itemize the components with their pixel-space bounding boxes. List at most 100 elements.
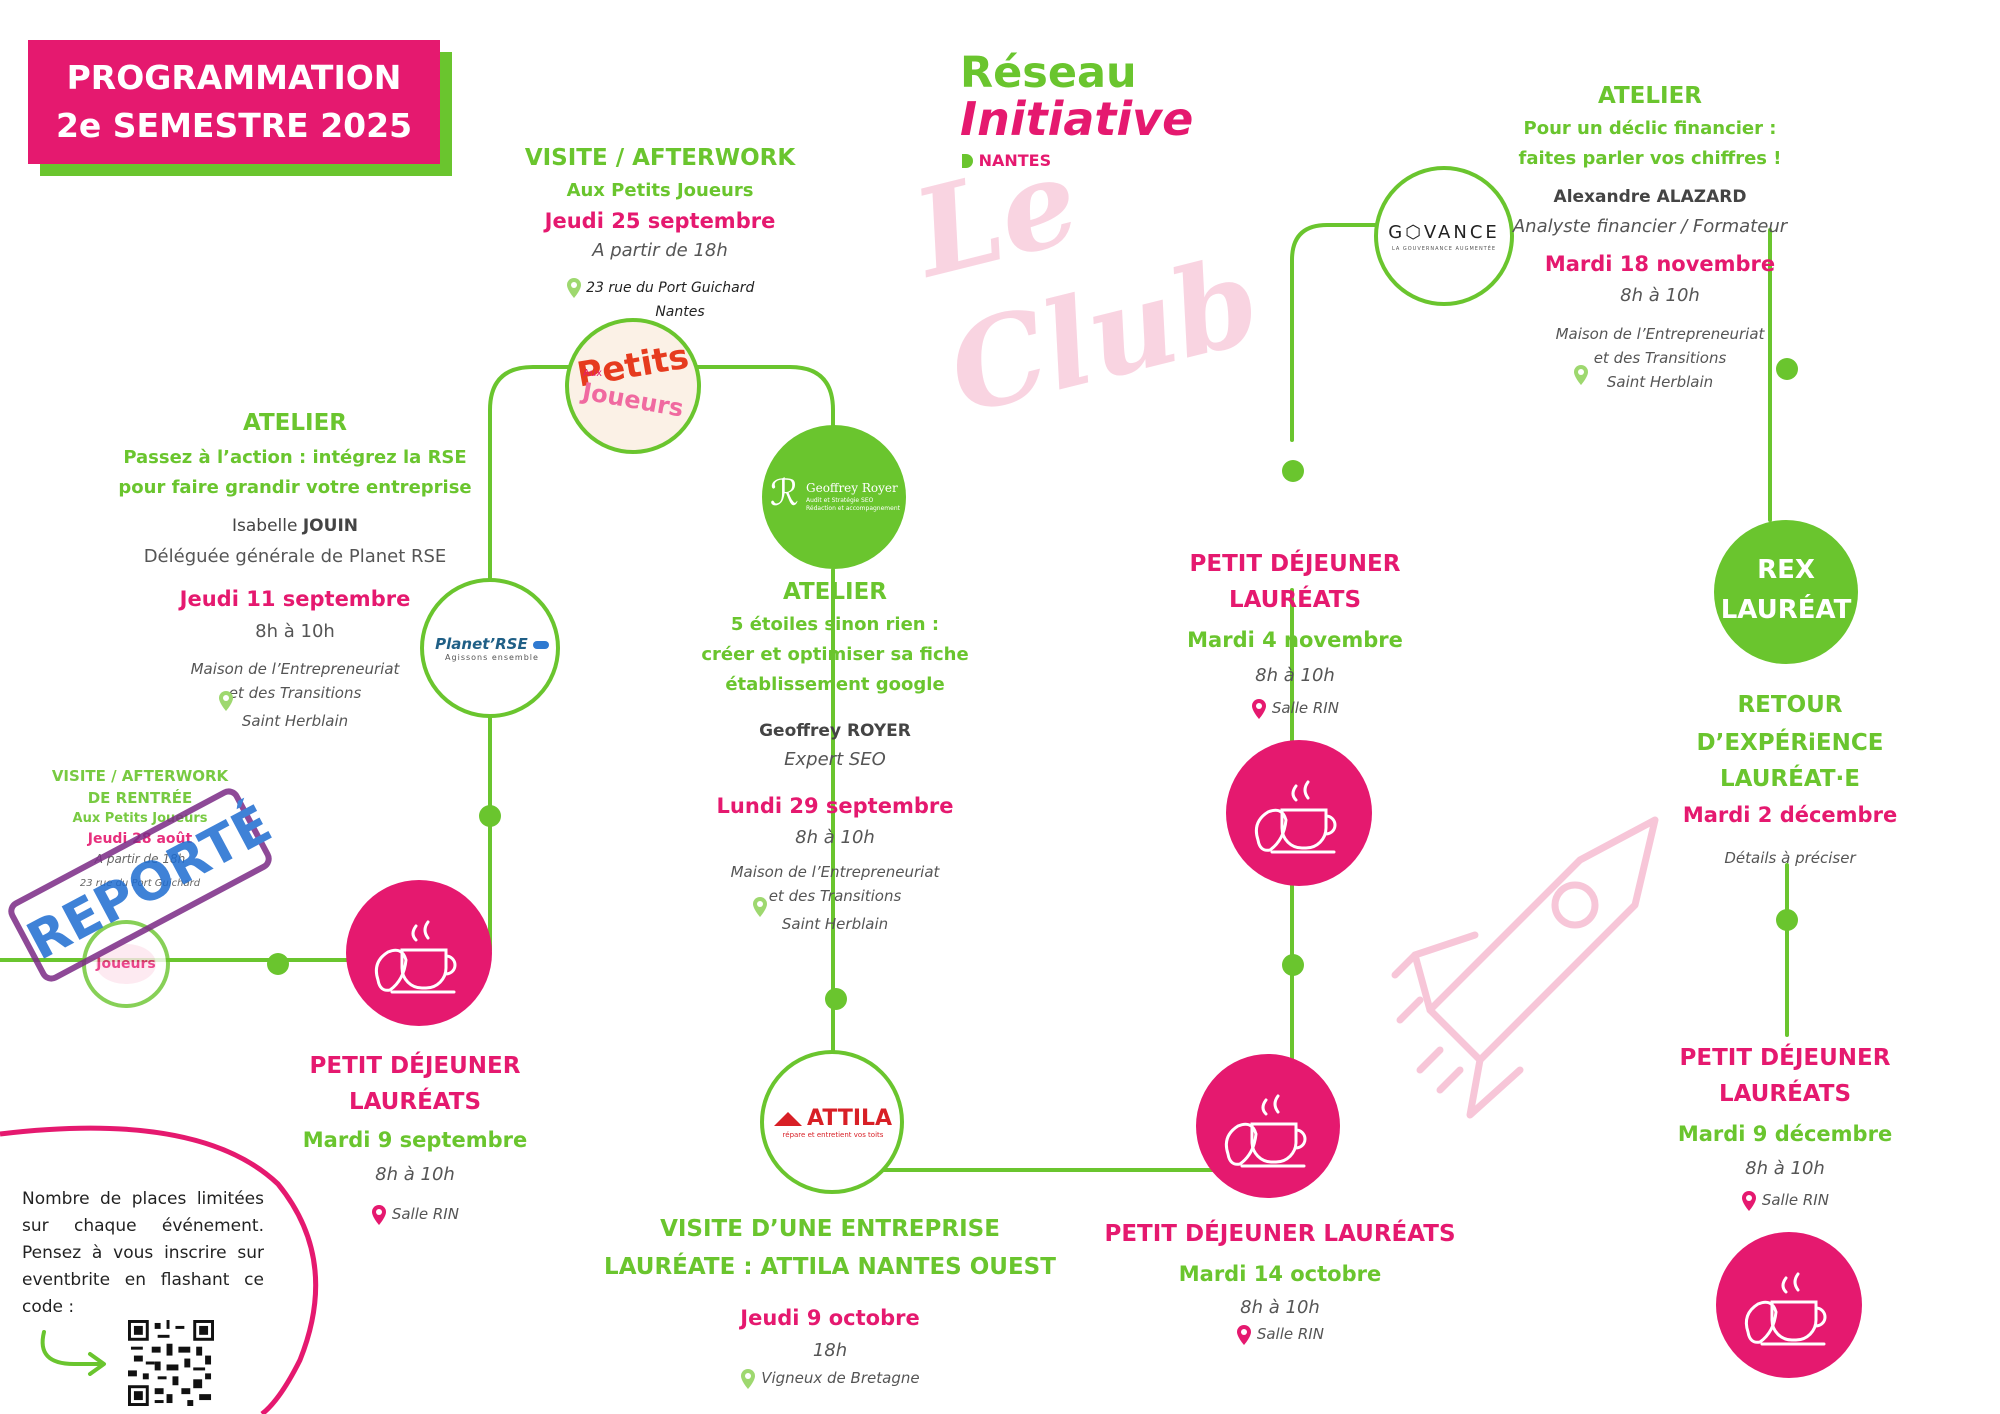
pdj2-circle (1196, 1054, 1340, 1198)
govance-logo-circle: G⬡VANCE LA GOUVERNANCE AUGMENTÉE (1374, 166, 1514, 306)
planet-rse-logo-tag: Agissons ensemble (445, 653, 539, 662)
coffee-croissant-icon (1254, 780, 1337, 854)
rse-date: Jeudi 11 septembre (179, 587, 411, 611)
rse-loc1: Maison de l’Entrepreneuriat (190, 660, 400, 678)
event-finance-details: Mardi 18 novembre 8h à 10h Maison de l’E… (1520, 246, 1800, 394)
location-pin-icon (1574, 365, 1588, 385)
petits-joueurs-logo-circle: Petits Joueurs Aux (565, 318, 701, 454)
afterwork-addr2: Nantes (655, 304, 705, 320)
pdj2-location: Salle RIN (1256, 1325, 1324, 1343)
seo-sub2: créer et optimiser sa fiche (701, 644, 969, 665)
rse-speaker-first: Isabelle (232, 516, 303, 536)
attila-logo-tag: répare et entretient vos toits (782, 1131, 884, 1139)
info-text: Nombre de places limitées sur chaque évé… (22, 1189, 264, 1317)
event-rse: ATELIER Passez à l’action : intégrez la … (110, 403, 480, 733)
pdj4-title2: LAURÉATS (1718, 1081, 1852, 1107)
afterwork-time: A partir de 18h (592, 240, 728, 261)
location-pin-icon (1742, 1190, 1757, 1211)
rex-note: Détails à préciser (1724, 849, 1856, 867)
finance-role: Analyste financier / Formateur (1512, 216, 1788, 237)
rse-loc3: Saint Herblain (241, 712, 349, 730)
location-pin-icon (741, 1368, 756, 1389)
arrow-right-icon (40, 1330, 106, 1376)
rentree-sub: Aux Petits Joueurs (72, 811, 208, 826)
pdj4-time: 8h à 10h (1745, 1158, 1825, 1179)
finance-time: 8h à 10h (1620, 285, 1700, 306)
finance-type: ATELIER (1597, 83, 1703, 109)
event-finance: ATELIER Pour un déclic financier : faite… (1500, 78, 1800, 240)
rse-speaker-last: JOUIN (302, 516, 358, 536)
finance-date: Mardi 18 novembre (1544, 252, 1776, 276)
title-line2: 2e SEMESTRE 2025 (55, 106, 413, 145)
rocket-icon (1391, 816, 1659, 1119)
event-pdj3: PETIT DÉJEUNER LAURÉATS Mardi 4 novembre… (1150, 546, 1440, 720)
attila-title1: VISITE D’UNE ENTREPRISE (660, 1216, 1000, 1242)
qr-code-icon (128, 1320, 214, 1406)
pdj3-location: Salle RIN (1271, 699, 1339, 717)
location-pin-icon (1237, 1324, 1252, 1345)
afterwork-addr1: 23 rue du Port Guichard (586, 280, 755, 296)
rex-circle-line1: REX (1757, 555, 1815, 585)
attila-date: Jeudi 9 octobre (740, 1306, 920, 1330)
pdj1-location: Salle RIN (391, 1205, 459, 1223)
govance-logo-name: G⬡VANCE (1388, 222, 1500, 243)
pdj3-date: Mardi 4 novembre (1187, 628, 1403, 652)
pdj1-title2: LAURÉATS (348, 1089, 482, 1115)
event-pdj4: PETIT DÉJEUNER LAURÉATS Mardi 9 décembre… (1650, 1040, 1920, 1212)
seo-loc3: Saint Herblain (781, 915, 889, 933)
pdj2-title: PETIT DÉJEUNER LAURÉATS (1104, 1221, 1456, 1247)
geoffrey-royer-logo-tag2: Rédaction et accompagnement (806, 505, 900, 512)
event-afterwork: VISITE / AFTERWORK Aux Petits Joueurs Je… (500, 140, 820, 324)
finance-sub1: Pour un déclic financier : (1523, 118, 1777, 139)
rentree-logo-circle: Joueurs (82, 920, 170, 1008)
attila-logo-name: ATTILA (807, 1106, 893, 1131)
finance-speaker: Alexandre ALAZARD (1553, 187, 1747, 207)
finance-loc3: Saint Herblain (1606, 373, 1714, 391)
event-rex: RETOUR D’EXPÉRiENCE LAURÉAT·E Mardi 2 dé… (1640, 686, 1940, 870)
reseau-initiative-logo: Le Club Réseau Initiative NANTES (902, 48, 1310, 442)
rse-role: Déléguée générale de Planet RSE (143, 546, 447, 567)
location-pin-icon (566, 278, 581, 298)
finance-loc1: Maison de l’Entrepreneuriat (1555, 325, 1765, 343)
logo-mark-icon (962, 154, 973, 168)
rex-date: Mardi 2 décembre (1682, 803, 1898, 827)
attila-logo-circle: ATTILA répare et entretient vos toits (760, 1050, 904, 1194)
pdj3-circle (1226, 740, 1372, 886)
seo-date: Lundi 29 septembre (716, 794, 954, 818)
coffee-croissant-icon (1224, 1094, 1307, 1168)
geoffrey-royer-logo-tag1: Audit et Stratégie SEO (806, 497, 874, 504)
pdj2-time: 8h à 10h (1240, 1297, 1320, 1318)
seo-time: 8h à 10h (795, 827, 875, 848)
location-pin-icon (1252, 698, 1267, 719)
eventbrite-qr-code[interactable] (128, 1320, 214, 1406)
rse-time: 8h à 10h (255, 621, 335, 642)
logo-reseau: Réseau (960, 48, 1137, 98)
event-pdj2: PETIT DÉJEUNER LAURÉATS Mardi 14 octobre… (1100, 1214, 1460, 1346)
rex-circle-line2: LAURÉAT (1720, 595, 1852, 625)
rse-loc2: et des Transitions (228, 684, 362, 702)
rentree-address: 23 rue du Port Guichard (79, 878, 201, 889)
title-line1: PROGRAMMATION (66, 58, 402, 97)
attila-time: 18h (812, 1340, 848, 1361)
rentree-title2: DE RENTRÉE (87, 789, 193, 807)
govance-logo-tag: LA GOUVERNANCE AUGMENTÉE (1391, 246, 1497, 252)
location-pin-icon (753, 897, 767, 917)
rentree-logo: Joueurs (96, 944, 156, 984)
pdj4-date: Mardi 9 décembre (1677, 1122, 1893, 1146)
pdj2-date: Mardi 14 octobre (1178, 1262, 1382, 1286)
pdj3-title1: PETIT DÉJEUNER (1189, 551, 1401, 577)
info-corner-border (0, 1125, 319, 1414)
afterwork-type: VISITE / AFTERWORK (524, 145, 796, 171)
seo-type: ATELIER (782, 579, 888, 605)
rentree-title1: VISITE / AFTERWORK (51, 767, 229, 785)
planet-rse-logo-name: Planet’RSE (435, 635, 528, 653)
rex-title2: LAURÉAT·E (1720, 766, 1860, 792)
seo-loc2: et des Transitions (768, 887, 902, 905)
rentree-date: Jeudi 28 août (87, 831, 193, 847)
logo-nantes: NANTES (978, 151, 1052, 170)
attila-title2: LAURÉATE : ATTILA NANTES OUEST (604, 1254, 1056, 1280)
attila-roof-icon (773, 1111, 802, 1126)
rentree-time: A partir de 18h (94, 852, 186, 866)
rse-type: ATELIER (242, 410, 348, 436)
geoffrey-royer-logo-circle: ℛ Geoffrey Royer Audit et Stratégie SEO … (762, 425, 906, 569)
